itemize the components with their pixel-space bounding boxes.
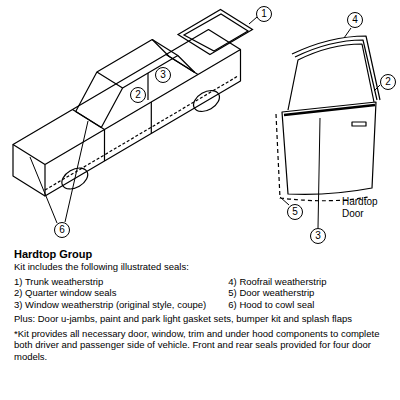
list-item: 5) Door weatherstrip [228,287,390,299]
intro-text: Kit includes the following illustrated s… [14,261,390,273]
top-outline [13,30,241,165]
text-block: Hardtop Group Kit includes the following… [14,248,390,362]
list-item: 3) Window weatherstrip (original style, … [14,299,228,311]
callout-number: 3 [315,231,321,241]
label-area: Hardtop Door [342,196,394,220]
view-label: Hardtop Door [342,196,394,220]
callout-circle: 4 [347,12,363,28]
callout-circle: 6 [54,222,70,238]
callout-number: 4 [352,15,358,25]
callout-number: 2 [135,90,141,100]
callout-circle: 5 [287,204,303,220]
callout-number: 5 [292,207,298,217]
heading: Hardtop Group [14,248,390,261]
near-side [45,50,241,197]
door-weatherstrip [276,114,368,201]
window-pillar [147,73,148,100]
door-illustration [276,36,380,201]
door-panel [282,102,376,194]
roof-edges [76,40,195,128]
belt-strip [284,105,375,115]
callout-number: 2 [385,77,391,87]
roofrail-strip-inner [295,40,377,100]
near-greenhouse [101,56,195,128]
callout-circle: 3 [155,67,171,83]
callout-number: 6 [59,225,65,235]
callout-circle: 2 [130,87,146,103]
front-face [13,145,45,197]
list-item: 2) Quarter window seals [14,287,228,299]
heading-area: Hardtop Group [14,248,390,261]
list-item: 1) Trunk weatherstrip [14,276,228,288]
callout-circle: 2 [380,74,396,90]
list-item: 6) Hood to cowl seal [228,299,390,311]
intro-area: Kit includes the following illustrated s… [14,261,390,273]
callout-number: 1 [261,9,267,19]
callout-circle: 1 [256,6,272,22]
extras-note: Plus: Door u-jambs, paint and park light… [14,313,390,325]
plus-area: Plus: Door u-jambs, paint and park light… [14,313,390,325]
trunk-seal-outer [178,10,253,55]
leader-lines [30,17,380,228]
car-body [13,30,241,197]
roofrail-strip [292,36,380,100]
seal-list: 1) Trunk weatherstrip2) Quarter window s… [14,276,390,311]
door-handle [352,122,366,126]
sill-seal [45,76,238,190]
callout-circle: 3 [310,228,326,244]
callout-number: 3 [160,70,166,80]
note-area: *Kit provides all necessary door, window… [14,328,390,363]
trunk-seal-inner [184,14,248,51]
footnote: *Kit provides all necessary door, window… [14,328,390,363]
list-item: 4) Roofrail weatherstrip [228,276,390,288]
rear-wheel [190,86,223,116]
trunk-seal [178,10,253,55]
